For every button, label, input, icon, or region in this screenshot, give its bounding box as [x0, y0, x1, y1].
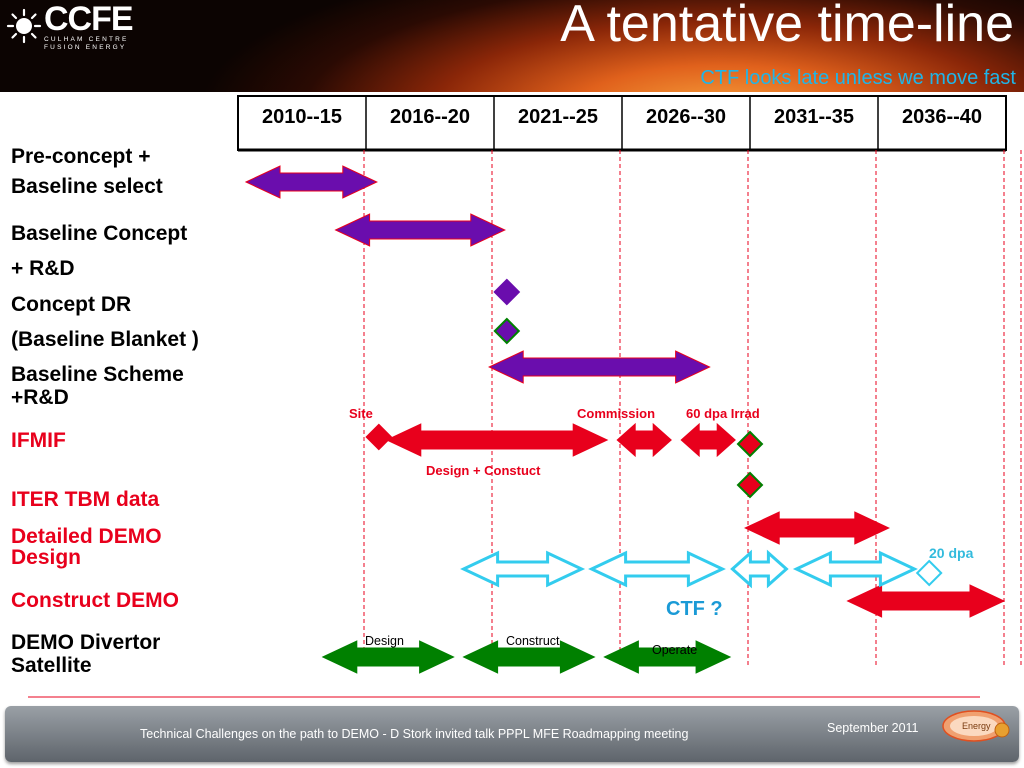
chart-annotation: Operate: [652, 643, 697, 657]
timeline-arrow: [334, 213, 506, 247]
timeline-arrow: [321, 640, 455, 674]
ccfe-sunburst-icon: [6, 8, 42, 44]
row-label: + R&D: [11, 257, 75, 280]
row-label: Concept DR: [11, 293, 131, 316]
timeline-arrow: [244, 165, 378, 199]
row-label: Satellite: [11, 654, 92, 677]
milestone-diamond: [915, 559, 943, 587]
ccfe-logo: CCFE CULHAM CENTRE FUSION ENERGY: [6, 0, 146, 52]
timeline-arrow: [462, 640, 596, 674]
row-label: (Baseline Blanket ): [11, 328, 199, 351]
period-label: 2021--25: [518, 106, 598, 128]
row-label: Baseline Concept: [11, 222, 187, 245]
chart-annotation: CTF ?: [666, 598, 723, 620]
timeline-arrow: [588, 550, 726, 588]
period-label: 2016--20: [390, 106, 470, 128]
chart-annotation: 60 dpa Irrad: [686, 406, 760, 421]
chart-annotation: Design + Constuct: [426, 463, 541, 478]
chart-annotation: Commission: [577, 406, 655, 421]
timeline-arrow: [460, 550, 586, 588]
footer-band: [5, 706, 1019, 762]
chart-annotation: Design: [365, 634, 404, 648]
footer-date: September 2011: [827, 721, 919, 735]
timeline-arrow: [730, 549, 789, 589]
period-label: 2010--15: [262, 106, 342, 128]
row-label: Detailed DEMO: [11, 525, 162, 548]
slide-header: CCFE CULHAM CENTRE FUSION ENERGY A tenta…: [0, 0, 1024, 92]
energy-logo: Energy: [942, 710, 1010, 742]
timeline-arrow: [744, 511, 890, 545]
row-label: +R&D: [11, 386, 69, 409]
timeline-arrow: [792, 550, 918, 588]
logo-subline-1: CULHAM CENTRE: [44, 36, 129, 43]
energy-logo-text: Energy: [962, 721, 991, 731]
slide-title: A tentative time-line: [560, 0, 1014, 53]
period-label: 2031--35: [774, 106, 854, 128]
period-label: 2026--30: [646, 106, 726, 128]
row-label: Baseline select: [11, 175, 163, 198]
timeline-arrow: [616, 422, 672, 458]
milestone-diamond: [736, 430, 764, 458]
milestone-diamond: [493, 317, 521, 345]
milestone-diamond: [736, 471, 764, 499]
row-label: Construct DEMO: [11, 589, 179, 612]
row-label: Pre-concept +: [11, 145, 150, 168]
milestone-diamond: [365, 423, 393, 451]
row-label: Design: [11, 546, 81, 569]
row-label: Baseline Scheme: [11, 363, 184, 386]
milestone-diamond: [493, 278, 521, 306]
timeline-arrow: [680, 422, 736, 458]
chart-annotation: Construct: [506, 634, 560, 648]
chart-annotation: 20 dpa: [929, 545, 974, 561]
row-label: IFMIF: [11, 429, 66, 452]
period-label: 2036--40: [902, 106, 982, 128]
timeline-chart: 2010--15 2016--20 2021--25 2026--30 2031--35…: [11, 95, 1022, 698]
row-label: DEMO Divertor: [11, 631, 160, 654]
logo-wordmark: CCFE: [44, 0, 134, 38]
timeline-arrow: [603, 640, 732, 674]
slide-subtitle: CTF looks late unless we move fast: [700, 67, 1016, 89]
timeline-arrow: [385, 423, 609, 457]
row-label: ITER TBM data: [11, 488, 159, 511]
logo-subline-2: FUSION ENERGY: [44, 44, 127, 51]
chart-annotation: Site: [349, 406, 373, 421]
footer-text: Technical Challenges on the path to DEMO…: [140, 727, 689, 741]
timeline-arrow: [846, 584, 1006, 618]
timeline-arrow: [488, 350, 711, 384]
